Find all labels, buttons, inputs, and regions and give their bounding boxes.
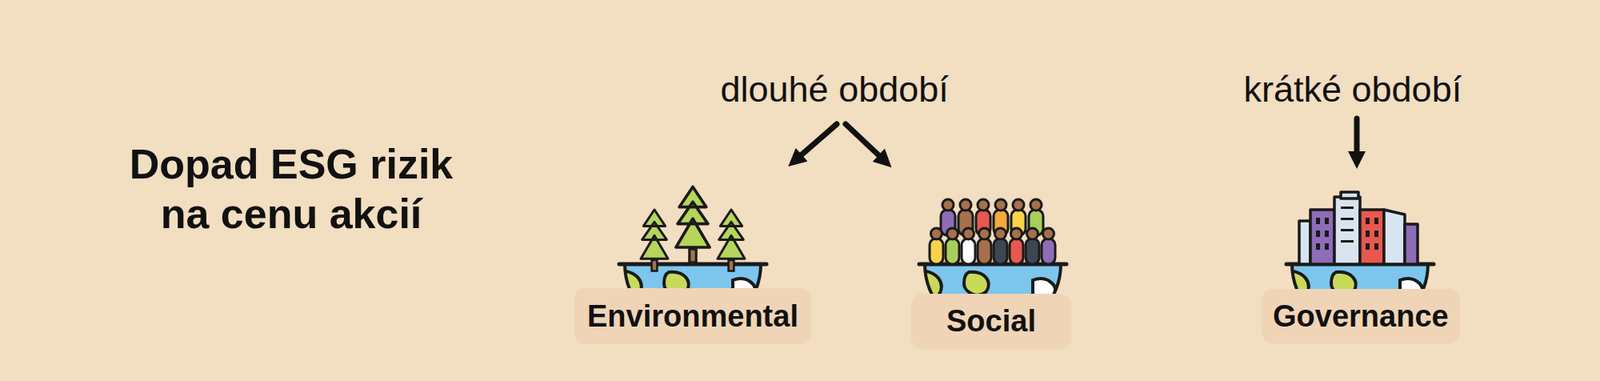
diagram-title: Dopad ESG rizik na cenu akcií [115,139,468,239]
esg-box: Social [911,293,1072,349]
period-label: krátké období [1244,68,1463,112]
esg-label: Social [946,304,1036,339]
period-label: dlouhé období [720,68,949,112]
esg-label: Governance [1272,299,1449,334]
esg-box: Governance [1261,288,1460,344]
esg-label: Environmental [587,299,799,334]
esg-box: Environmental [574,288,812,344]
